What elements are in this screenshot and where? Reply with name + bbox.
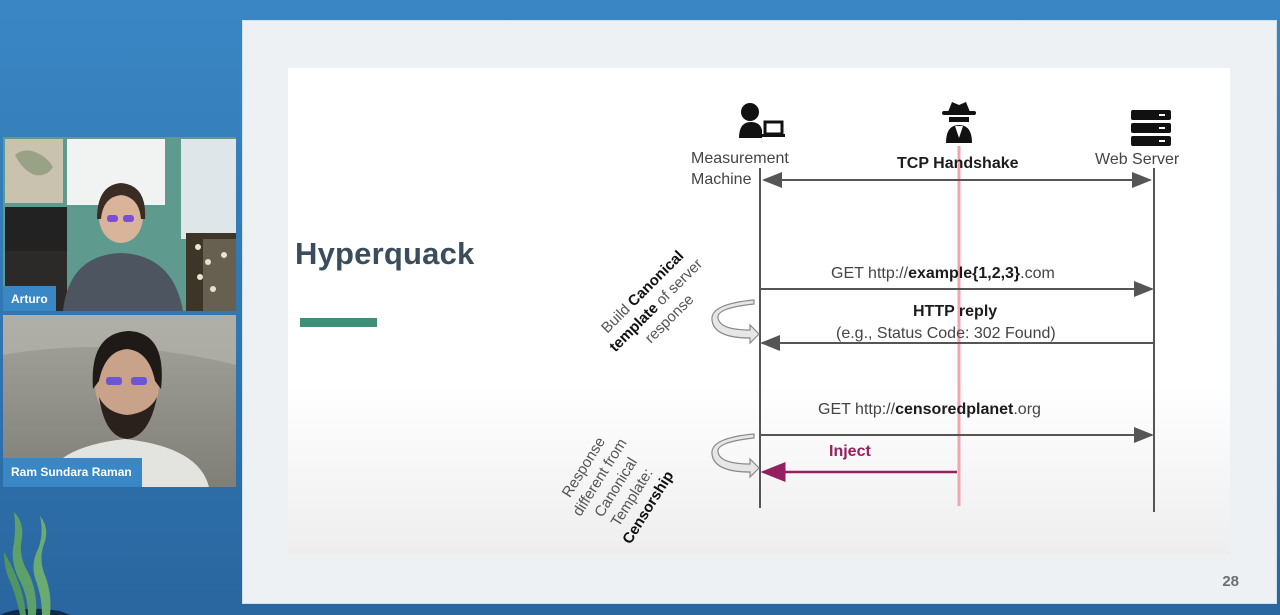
message-http-reply-title: HTTP reply bbox=[913, 303, 998, 320]
actor-label-web-server: Web Server bbox=[1095, 151, 1180, 168]
participant-tile-ram-sundara-raman[interactable]: Ram Sundara Raman bbox=[3, 315, 236, 487]
message-inject: Inject bbox=[829, 443, 871, 460]
spy-icon bbox=[942, 102, 976, 143]
slide-title: Hyperquack bbox=[295, 236, 475, 271]
message-domain: example{1,2,3} bbox=[908, 265, 1021, 282]
message-text: .com bbox=[1020, 265, 1055, 282]
actor-label-line: Machine bbox=[691, 171, 752, 188]
server-icon bbox=[1131, 110, 1171, 146]
message-text: GET http:// bbox=[818, 401, 896, 418]
message-domain: censoredplanet bbox=[895, 401, 1014, 418]
title-accent-bar bbox=[300, 318, 377, 327]
actor-label-tcp-handshake: TCP Handshake bbox=[897, 155, 1019, 172]
message-get-censoredplanet: GET http://censoredplanet.org bbox=[818, 401, 1041, 419]
actor-label-line: Measurement bbox=[691, 150, 789, 167]
actor-label-measurement-machine: Measurement Machine bbox=[691, 148, 789, 190]
participant-name-tag: Arturo bbox=[3, 286, 56, 311]
message-text: GET http:// bbox=[831, 265, 909, 282]
message-get-example: GET http://example{1,2,3}.com bbox=[831, 265, 1055, 283]
participant-name-tag: Ram Sundara Raman bbox=[3, 458, 142, 487]
user-laptop-icon bbox=[739, 103, 785, 138]
sequence-diagram bbox=[711, 102, 1171, 512]
presentation-slide: Hyperquack bbox=[242, 20, 1277, 604]
message-http-reply-detail: (e.g., Status Code: 302 Found) bbox=[836, 325, 1056, 342]
slide-page-number: 28 bbox=[1222, 573, 1239, 590]
participant-tile-arturo[interactable]: Arturo bbox=[3, 137, 236, 311]
message-text: .org bbox=[1013, 401, 1041, 418]
loop-arrow-icon bbox=[711, 433, 760, 479]
participant-video bbox=[3, 137, 236, 311]
loop-arrow-icon bbox=[711, 299, 760, 345]
seaweed-decoration bbox=[0, 512, 70, 615]
